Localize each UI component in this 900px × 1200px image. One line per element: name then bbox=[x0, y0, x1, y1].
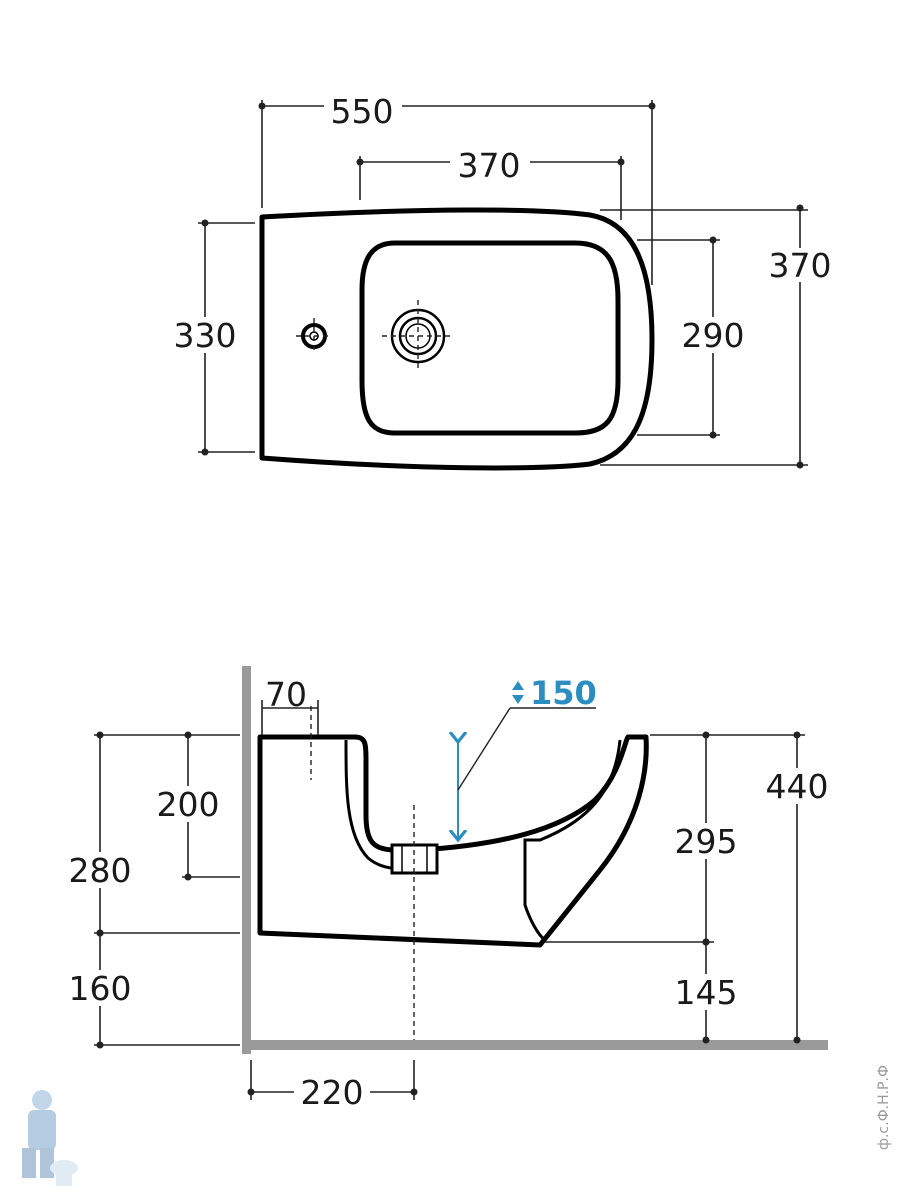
dim-overall-width: 550 bbox=[331, 92, 394, 131]
dim-inner-height: 200 bbox=[157, 785, 220, 824]
dim-bowl-depth-top: 290 bbox=[682, 316, 745, 355]
dim-body-side-height: 295 bbox=[675, 822, 738, 861]
dim-bottom-clearance: 160 bbox=[69, 969, 132, 1008]
dim-front-clearance: 145 bbox=[675, 973, 738, 1012]
dim-body-depth: 330 bbox=[174, 316, 237, 355]
bidet-outline-top bbox=[259, 207, 655, 471]
dim-bowl-depth-side: 150 bbox=[530, 674, 597, 712]
dim-drain-offset: 220 bbox=[301, 1073, 364, 1112]
top-view: 550 370 370 290 330 bbox=[168, 92, 842, 471]
dim-overall-height: 440 bbox=[766, 767, 829, 806]
dim-overall-depth: 370 bbox=[769, 246, 832, 285]
bowl-outline-top bbox=[359, 240, 621, 436]
tap-hole-icon bbox=[296, 318, 332, 354]
dim-tap-offset: 70 bbox=[265, 675, 307, 714]
dim-holes-spacing: 370 bbox=[458, 146, 521, 185]
side-view: 70 150 200 280 160 440 bbox=[62, 666, 838, 1112]
plumber-mascot-icon bbox=[22, 1090, 78, 1186]
bidet-outline-side bbox=[257, 734, 649, 948]
floor bbox=[242, 1040, 828, 1050]
wall bbox=[242, 666, 251, 1054]
drain-icon bbox=[382, 300, 454, 372]
bowl-depth-arrow-icon bbox=[512, 681, 524, 704]
watermark-text: ф.с.Ф.Н.Р.Ф bbox=[876, 1065, 892, 1150]
dim-body-height: 280 bbox=[69, 851, 132, 890]
